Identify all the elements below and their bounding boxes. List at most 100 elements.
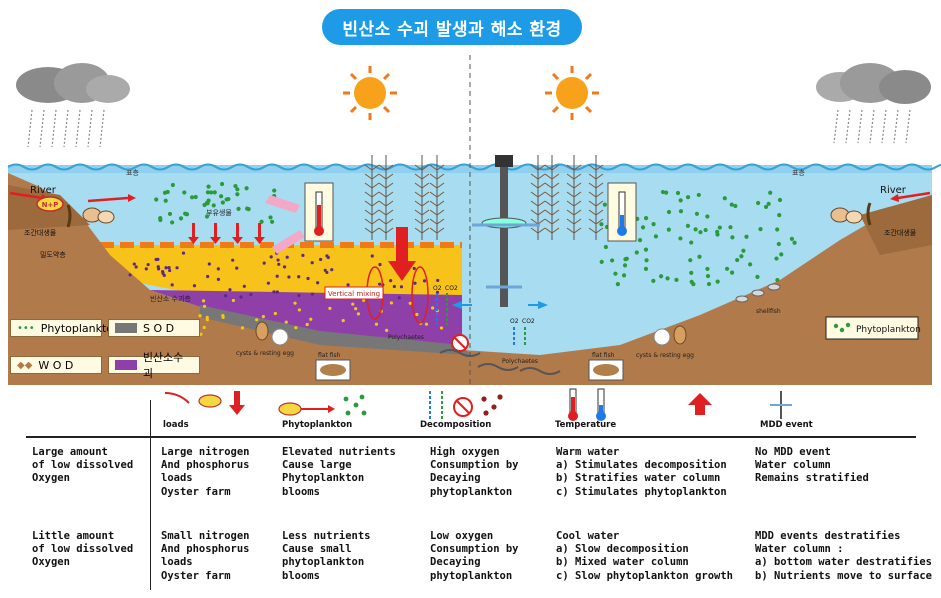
oxygen-demand-arrow-icon xyxy=(388,227,416,281)
phyto-dot xyxy=(204,214,210,219)
oyster-shell xyxy=(414,218,430,225)
oyster-shell xyxy=(544,218,560,225)
oyster-farm-left-icon xyxy=(364,155,445,240)
phyto-dot xyxy=(678,236,683,241)
nutrient-dot xyxy=(192,284,197,288)
phyto-dot xyxy=(640,225,646,230)
phyto-dot xyxy=(206,198,211,203)
row1-label: Large amount of low dissolved Oxygen xyxy=(32,446,134,485)
oyster-shell xyxy=(530,182,546,189)
phyto-dot xyxy=(245,206,250,211)
oyster-shell xyxy=(414,209,430,216)
phyto-dot xyxy=(211,203,216,208)
cysts-right-icon xyxy=(653,325,687,346)
right-bank xyxy=(860,195,932,255)
oyster-shell xyxy=(566,218,582,225)
nutrient-dot xyxy=(249,292,253,297)
oyster-shell xyxy=(429,173,445,180)
phyto-dot xyxy=(724,266,730,271)
phyto-dot xyxy=(666,227,671,232)
nutrient-dot xyxy=(156,267,161,271)
flat-fish-right-label: flat fish xyxy=(592,352,615,359)
anoxic-zone-label: 빈산소 수괴층 xyxy=(150,294,191,303)
phyto-dot xyxy=(678,209,684,214)
oyster-shell xyxy=(378,218,394,225)
phyto-dot xyxy=(779,252,784,257)
flat-fish-left-label: flat fish xyxy=(318,352,341,359)
phyto-dot xyxy=(603,244,609,250)
oyster-shell xyxy=(414,173,430,180)
phyto-dot xyxy=(703,227,708,233)
row1-loads: Large nitrogen And phosphorus loads Oyst… xyxy=(161,446,250,498)
phyto-dot xyxy=(209,190,214,195)
phyto-dot xyxy=(775,227,780,232)
oyster-shell xyxy=(364,164,380,171)
nutrient-dot xyxy=(170,283,174,287)
hypoxia-scene: N+P xyxy=(0,55,941,385)
oyster-shell xyxy=(566,173,582,180)
phyto-dot xyxy=(697,254,702,259)
nutrient-dot xyxy=(294,326,298,330)
loads-np-icon xyxy=(198,394,222,408)
sod-swatch-icon xyxy=(115,323,137,333)
nutrient-dot xyxy=(275,274,279,278)
nutrient-dot xyxy=(198,314,202,318)
phyto-dot xyxy=(730,235,735,240)
nutrient-dot xyxy=(297,293,301,298)
flat-fish-right-icon xyxy=(588,359,624,381)
nutrient-dot xyxy=(310,261,314,265)
cysts-left-icon xyxy=(255,321,289,346)
mixing-swirl-2-icon xyxy=(411,266,429,324)
row1-mdd: No MDD event Water column Remains strati… xyxy=(755,446,869,485)
intertidal-organisms-right-icon xyxy=(830,202,872,226)
phyto-dot xyxy=(154,197,159,202)
phyto-dot xyxy=(768,190,773,195)
np-badge-icon xyxy=(36,196,64,212)
legend-phytoplankton: ••• Phytoplankton xyxy=(10,319,120,337)
phyto-dot xyxy=(272,188,277,193)
nutrient-dot xyxy=(167,266,171,270)
oyster-shell xyxy=(429,182,445,189)
page-title: 빈산소 수괴 발생과 해소 환경 xyxy=(342,19,562,40)
nutrient-dot xyxy=(168,268,172,273)
nutrient-dot xyxy=(239,295,243,299)
nutrient-dot xyxy=(378,262,382,267)
sun-left-icon xyxy=(343,66,397,120)
nutrient-dot xyxy=(297,275,301,279)
row1-phyto: Elevated nutrients Cause large Phytoplan… xyxy=(282,446,396,498)
nutrient-dot xyxy=(431,306,435,310)
nutrient-dot xyxy=(228,288,232,292)
shellfish-icon xyxy=(735,283,781,303)
nutrient-dot xyxy=(306,276,310,281)
phyto-dot xyxy=(763,204,769,210)
oyster-shell xyxy=(566,227,582,234)
nutrient-dot xyxy=(389,301,394,305)
phyto-dot xyxy=(664,190,669,195)
nutrient-dot xyxy=(266,281,270,285)
nutrient-dot xyxy=(284,320,288,324)
temp-blue-bulb-icon xyxy=(596,411,606,421)
table-header-rule xyxy=(26,436,916,438)
nutrient-dot xyxy=(316,281,320,285)
phyto-dot xyxy=(220,200,225,205)
nutrient-dot xyxy=(378,282,382,286)
nutrient-dot xyxy=(235,266,239,270)
row2-decomp: Low oxygen Consumption by Decaying phyto… xyxy=(430,530,519,582)
nutrient-dot xyxy=(275,290,279,294)
rain-right-icon xyxy=(833,109,911,144)
river-arrow-right-icon xyxy=(897,191,931,200)
nutrient-dot xyxy=(285,255,289,259)
phyto-dot xyxy=(651,222,656,227)
oyster-shell xyxy=(588,164,604,171)
nutrient-dot xyxy=(276,258,280,262)
nutrient-dot xyxy=(436,278,440,283)
river-arrow-left-icon xyxy=(9,191,43,200)
phyto-dots-icon xyxy=(343,394,367,416)
oyster-shell xyxy=(364,191,380,198)
nutrient-dot xyxy=(293,301,297,305)
cloud-left-icon xyxy=(16,63,130,103)
nutrient-dot xyxy=(399,285,404,289)
phyto-dot xyxy=(774,256,779,261)
oyster-shell xyxy=(429,164,445,171)
nutrient-dot xyxy=(262,261,266,265)
